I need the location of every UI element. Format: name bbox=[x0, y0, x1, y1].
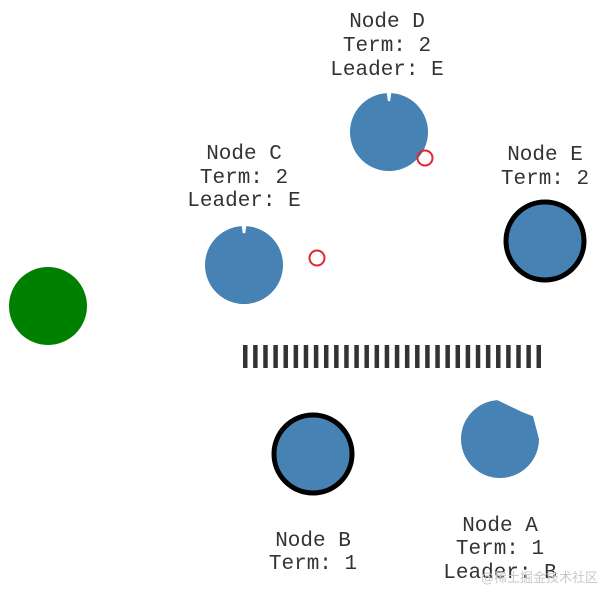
node-c-name: Node C bbox=[206, 143, 282, 166]
partition-bar bbox=[445, 345, 450, 368]
node-a-leader: Leader: B bbox=[443, 562, 556, 585]
node-a-circle[interactable] bbox=[461, 400, 539, 479]
node-b-term: Term: 1 bbox=[269, 553, 357, 576]
node-d-name: Node D bbox=[349, 11, 425, 34]
node-d-term: Term: 2 bbox=[343, 35, 431, 58]
message-ring-icon bbox=[416, 149, 434, 167]
node-a-term: Term: 1 bbox=[456, 538, 544, 561]
node-e[interactable]: Node E Term: 2 bbox=[501, 144, 589, 283]
node-b-name: Node B bbox=[275, 530, 351, 553]
node-e-term: Term: 2 bbox=[501, 168, 589, 191]
partition-bar bbox=[485, 345, 491, 368]
node-c-term: Term: 2 bbox=[200, 167, 288, 190]
partition-bar bbox=[516, 345, 521, 368]
partition-bar bbox=[536, 345, 541, 368]
message-ring-icon bbox=[308, 249, 326, 267]
partition-bar bbox=[273, 345, 278, 368]
client-node[interactable] bbox=[9, 267, 87, 345]
partition-bar bbox=[394, 345, 400, 368]
node-b-circle[interactable] bbox=[271, 412, 355, 496]
partition-bar bbox=[303, 345, 309, 368]
partition-bar bbox=[496, 345, 501, 368]
partition-bar bbox=[364, 345, 369, 368]
node-c-leader: Leader: E bbox=[187, 190, 300, 213]
partition-bar bbox=[526, 345, 531, 368]
partition-bar bbox=[263, 345, 268, 368]
node-c[interactable]: Node C Term: 2 Leader: E bbox=[187, 143, 301, 305]
partition-bar bbox=[475, 345, 481, 368]
partition-bar bbox=[253, 345, 258, 368]
partition-bar bbox=[354, 345, 359, 368]
partition-bar bbox=[293, 345, 299, 368]
partition-bar bbox=[334, 345, 339, 368]
partition-bar bbox=[344, 345, 349, 368]
partition-bar bbox=[404, 345, 410, 368]
partition-bar bbox=[323, 345, 329, 368]
network-partition[interactable] bbox=[243, 345, 541, 368]
node-d[interactable]: Node D Term: 2 Leader: E bbox=[330, 11, 444, 172]
node-e-name: Node E bbox=[507, 144, 583, 167]
partition-bar bbox=[425, 345, 430, 368]
partition-bar bbox=[506, 345, 511, 368]
node-a-name: Node A bbox=[462, 515, 538, 538]
partition-bar bbox=[455, 345, 461, 368]
partition-bar bbox=[435, 345, 440, 368]
node-d-circle[interactable] bbox=[350, 93, 429, 172]
node-c-circle[interactable] bbox=[205, 226, 283, 305]
node-e-circle[interactable] bbox=[503, 199, 587, 283]
node-d-leader: Leader: E bbox=[330, 59, 443, 82]
node-a[interactable]: Node A Term: 1 Leader: B bbox=[443, 400, 557, 585]
partition-bar bbox=[384, 345, 390, 368]
partition-bar bbox=[465, 345, 471, 368]
node-b[interactable]: Node B Term: 1 bbox=[269, 412, 357, 576]
partition-bar bbox=[243, 345, 248, 368]
partition-bar bbox=[283, 345, 288, 368]
partition-bar bbox=[374, 345, 380, 368]
partition-bar bbox=[415, 345, 420, 368]
partition-bar bbox=[313, 345, 319, 368]
watermark: @稀土掘金技术社区 bbox=[481, 570, 598, 586]
